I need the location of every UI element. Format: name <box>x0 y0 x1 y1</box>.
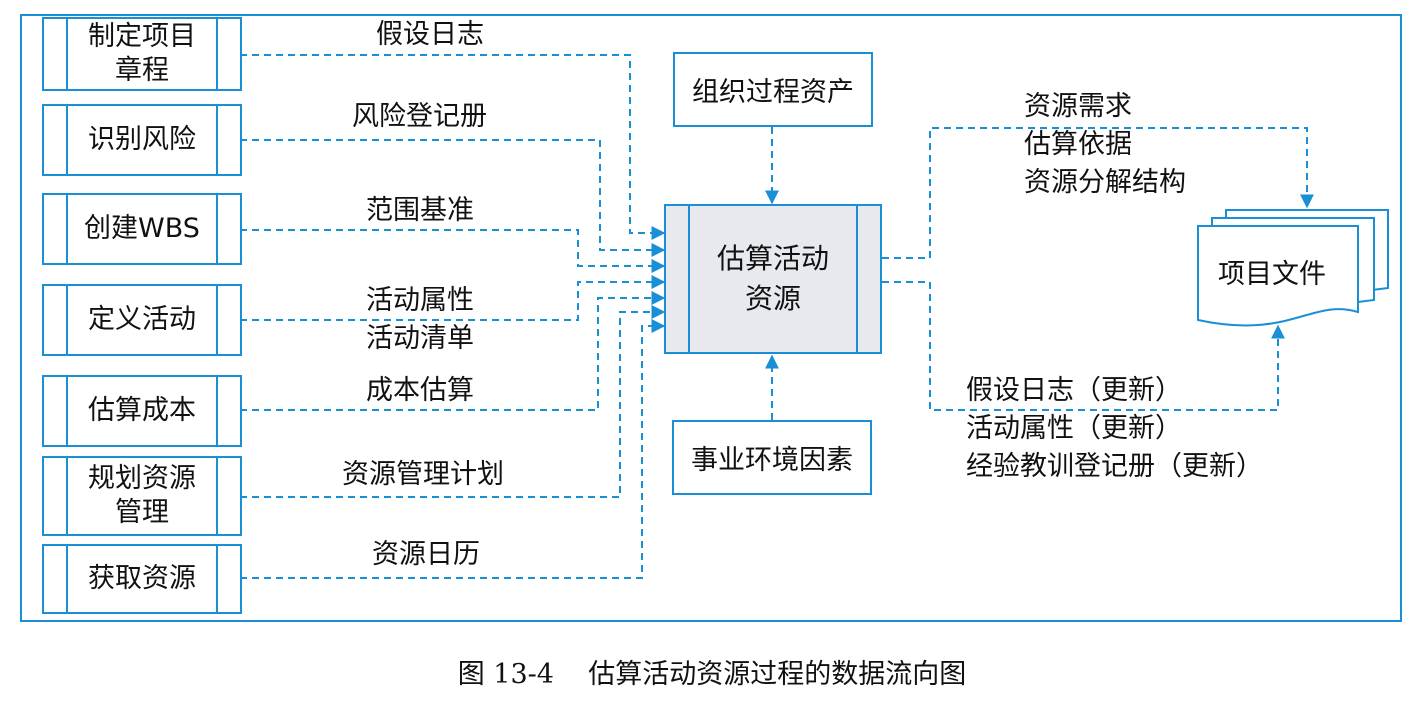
flow-label-risk: 风险登记册 <box>352 101 487 132</box>
output-lower-1: 假设日志（更新） <box>966 375 1182 406</box>
output-lower-2: 活动属性（更新） <box>966 413 1182 444</box>
flow-label-plan-resource: 资源管理计划 <box>342 459 504 490</box>
arrow-acquire <box>240 319 666 579</box>
document-stack-icon <box>1197 209 1389 327</box>
output-label-lower: 假设日志（更新） 活动属性（更新） 经验教训登记册（更新） <box>966 372 1263 486</box>
arrow-charter <box>240 54 666 240</box>
figure-caption: 图 13-4 估算活动资源过程的数据流向图 <box>0 652 1424 691</box>
box-charter: 制定项目 章程 <box>42 17 242 91</box>
arrow-output-upper <box>882 127 1314 259</box>
diagram-frame <box>20 14 1402 622</box>
box-cost: 估算成本 <box>42 375 242 447</box>
output-upper-3: 资源分解结构 <box>1024 167 1186 198</box>
document-label: 项目文件 <box>1218 259 1326 290</box>
flow-label-cost: 成本估算 <box>366 375 474 406</box>
output-lower-3: 经验教训登记册（更新） <box>966 451 1263 482</box>
box-bottom-input: 事业环境因素 <box>672 420 872 495</box>
box-acquire: 获取资源 <box>42 544 242 614</box>
caption-number: 图 13-4 <box>457 659 554 690</box>
arrow-wbs <box>240 229 666 273</box>
arrow-activities <box>240 275 666 321</box>
box-plan-resource: 规划资源 管理 <box>42 456 242 536</box>
box-estimate-activity-resources: 估算活动 资源 <box>664 204 882 354</box>
arrow-cost <box>240 291 666 411</box>
flow-label-activities: 活动属性 活动清单 <box>366 285 474 354</box>
box-wbs: 创建WBS <box>42 193 242 265</box>
flow-label-acquire: 资源日历 <box>372 539 480 570</box>
arrow-plan-resource <box>240 305 666 498</box>
output-label-upper: 资源需求 估算依据 资源分解结构 <box>1024 88 1186 202</box>
box-risk: 识别风险 <box>42 104 242 176</box>
caption-title: 估算活动资源过程的数据流向图 <box>588 659 967 690</box>
output-upper-2: 估算依据 <box>1024 129 1132 160</box>
flow-label-charter: 假设日志 <box>376 19 484 50</box>
box-top-input: 组织过程资产 <box>673 52 873 127</box>
arrow-output-lower <box>882 281 1285 411</box>
output-upper-1: 资源需求 <box>1024 91 1132 122</box>
box-activities: 定义活动 <box>42 284 242 356</box>
arrow-risk <box>240 139 666 257</box>
flow-label-wbs: 范围基准 <box>366 195 474 226</box>
